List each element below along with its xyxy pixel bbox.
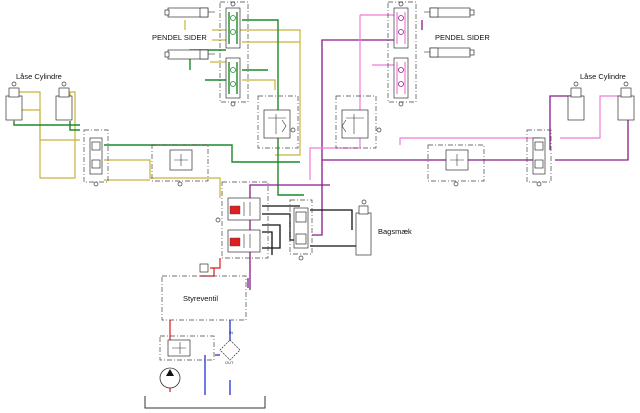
lase-cylinders-right [567,81,635,121]
relief-valve [159,335,215,361]
center-valve-block-left [257,95,299,149]
pump [159,367,181,389]
lase-cylindre-right-label: Låse Cylindre [580,72,626,81]
reducing-valve-right [427,144,485,187]
center-valve-block-right [335,95,382,149]
pendel-sider-left-label: PENDEL SIDER [152,33,207,42]
styreventil-block [161,263,247,321]
bagsmaek-label: Bagsmæk [378,227,412,236]
pendel-cylinders-right [424,7,475,58]
filter [219,339,241,361]
in-port-label: IN [229,330,233,335]
bagsmaek-valve [289,199,313,261]
bagsmaek-cylinder [355,199,372,256]
purple-lines [247,20,629,290]
lase-cylinders-left [5,81,73,121]
directional-valve-stack [215,181,269,259]
reducing-valve-left [151,144,209,187]
black-lines [262,205,359,255]
pendel-valve-stack-right [387,1,417,107]
pendel-sider-right-label: PENDEL SIDER [435,33,490,42]
check-valve-block-left [83,129,109,187]
lase-cylindre-left-label: Låse Cylindre [16,72,62,81]
tank [144,396,266,409]
out-port-label: OUT [225,360,234,365]
pendel-valve-stack-left [219,1,249,107]
styreventil-label: Styreventil [183,294,218,303]
check-valve-block-right [526,129,552,187]
pendel-cylinders-left [164,7,215,60]
